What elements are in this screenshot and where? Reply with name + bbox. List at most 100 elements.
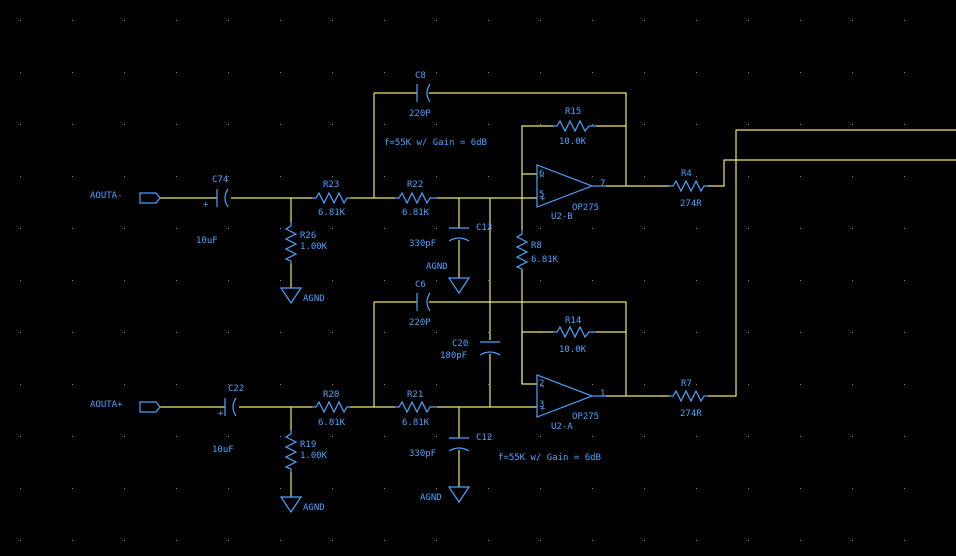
- grid-dot: [488, 384, 489, 385]
- grid-dot: [800, 176, 801, 177]
- grid-dot: [176, 176, 177, 177]
- grid-dot: [124, 332, 125, 333]
- gnd-label-c12: AGND: [420, 493, 442, 503]
- u2b-minus: -: [540, 172, 545, 182]
- grid-dot: [488, 488, 489, 489]
- c20-value: 180pF: [440, 351, 467, 361]
- grid-dot: [436, 436, 437, 437]
- grid-dot: [20, 540, 21, 541]
- grid-dot: [904, 436, 905, 437]
- grid-dot: [228, 20, 229, 21]
- grid-dot: [20, 72, 21, 73]
- c22-value: 10uF: [212, 445, 234, 455]
- grid-dot: [800, 20, 801, 21]
- grid-dot: [228, 176, 229, 177]
- resistor-r8: [515, 230, 529, 270]
- grid-dot: [644, 436, 645, 437]
- grid-dot: [540, 20, 541, 21]
- grid-dot: [904, 124, 905, 125]
- grid-dot: [228, 332, 229, 333]
- u2a-part: OP275: [572, 412, 599, 422]
- r26-value: 1.00K: [300, 242, 328, 252]
- grid-dot: [540, 176, 541, 177]
- grid-dot: [852, 20, 853, 21]
- r7-ref: R7: [681, 379, 692, 389]
- ground-symbol-c12: [447, 486, 471, 504]
- grid-dot: [280, 384, 281, 385]
- grid-dot: [72, 228, 73, 229]
- ground-symbol-r19: [279, 496, 303, 514]
- grid-dot: [696, 540, 697, 541]
- grid-dot: [488, 280, 489, 281]
- grid-dot: [852, 540, 853, 541]
- note-bottom: f=55K w/ Gain = 6dB: [498, 453, 601, 463]
- grid-dot: [800, 384, 801, 385]
- grid-dot: [852, 124, 853, 125]
- u2b-pin-noninv: 5: [539, 190, 544, 200]
- grid-dot: [748, 384, 749, 385]
- grid-dot: [72, 280, 73, 281]
- grid-dot: [124, 436, 125, 437]
- resistor-r22: [395, 191, 437, 205]
- grid-dot: [748, 436, 749, 437]
- grid-dot: [748, 332, 749, 333]
- r14-ref: R14: [565, 316, 581, 326]
- grid-dot: [436, 384, 437, 385]
- grid-dot: [644, 384, 645, 385]
- grid-dot: [540, 228, 541, 229]
- c13-value: 330pF: [409, 239, 436, 249]
- grid-dot: [904, 384, 905, 385]
- u2b-plus: +: [540, 194, 546, 204]
- grid-dot: [800, 488, 801, 489]
- resistor-r15: [553, 119, 596, 133]
- grid-dot: [176, 228, 177, 229]
- grid-dot: [332, 384, 333, 385]
- grid-dot: [384, 436, 385, 437]
- grid-dot: [176, 20, 177, 21]
- r14-value: 10.0K: [559, 345, 587, 355]
- u2a-pin-noninv: 3: [539, 400, 544, 410]
- u2a-ref: U2-A: [551, 422, 573, 432]
- capacitor-c22: [224, 397, 237, 417]
- grid-dot: [280, 20, 281, 21]
- grid-dot: [384, 228, 385, 229]
- grid-dot: [20, 488, 21, 489]
- grid-dot: [124, 540, 125, 541]
- grid-dot: [904, 228, 905, 229]
- grid-dot: [696, 436, 697, 437]
- grid-dot: [72, 488, 73, 489]
- grid-dot: [280, 280, 281, 281]
- grid-dot: [176, 332, 177, 333]
- grid-dot: [800, 540, 801, 541]
- grid-dot: [748, 72, 749, 73]
- grid-dot: [540, 436, 541, 437]
- capacitor-c20: [479, 341, 501, 356]
- ground-symbol-c13: [447, 277, 471, 295]
- grid-dot: [852, 332, 853, 333]
- grid-dot: [696, 488, 697, 489]
- grid-dots: [20, 20, 905, 541]
- grid-dot: [332, 20, 333, 21]
- input-port-neg: [139, 192, 161, 204]
- r15-value: 10.0K: [559, 137, 587, 147]
- r23-value: 6.81K: [318, 208, 346, 218]
- grid-dot: [592, 20, 593, 21]
- grid-dot: [280, 488, 281, 489]
- grid-dot: [436, 488, 437, 489]
- grid-dot: [436, 124, 437, 125]
- grid-dot: [280, 332, 281, 333]
- grid-dot: [124, 176, 125, 177]
- r7-value: 274R: [680, 409, 702, 419]
- u2b-pin-inv: 6: [539, 169, 544, 179]
- grid-dot: [800, 228, 801, 229]
- grid-dot: [800, 332, 801, 333]
- u2b-part: OP275: [572, 203, 599, 213]
- r20-value: 6.81K: [318, 418, 346, 428]
- grid-dot: [436, 280, 437, 281]
- grid-dot: [904, 176, 905, 177]
- c20-ref: C20: [452, 339, 468, 349]
- grid-dot: [488, 540, 489, 541]
- resistor-r4: [669, 179, 708, 193]
- c8-value: 220P: [409, 109, 431, 119]
